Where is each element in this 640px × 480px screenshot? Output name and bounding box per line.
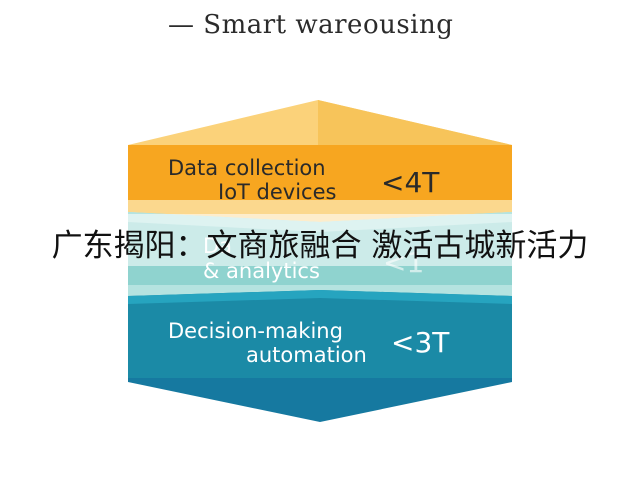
layer-3-top-band [128, 290, 512, 304]
layer-3-line1: Decision-making [168, 319, 343, 343]
stack-bottom-point [128, 378, 512, 422]
layer-3-body [128, 290, 512, 378]
layer-1-line2: IoT devices [218, 180, 336, 204]
stack-top-cap-shade [318, 100, 512, 148]
layer-1-line1: Data collection [168, 156, 326, 180]
caption-band [0, 214, 640, 266]
diagram-title: — Smart wareousing [168, 10, 454, 40]
overlay-caption: 广东揭阳：文商旅融合 激活古城新活力 [51, 228, 589, 264]
layer-3-badge: <3T [391, 326, 450, 359]
layer-1-body [128, 145, 512, 200]
layer-1-badge: <4T [381, 166, 440, 199]
layer-3-line2: automation [246, 343, 367, 367]
